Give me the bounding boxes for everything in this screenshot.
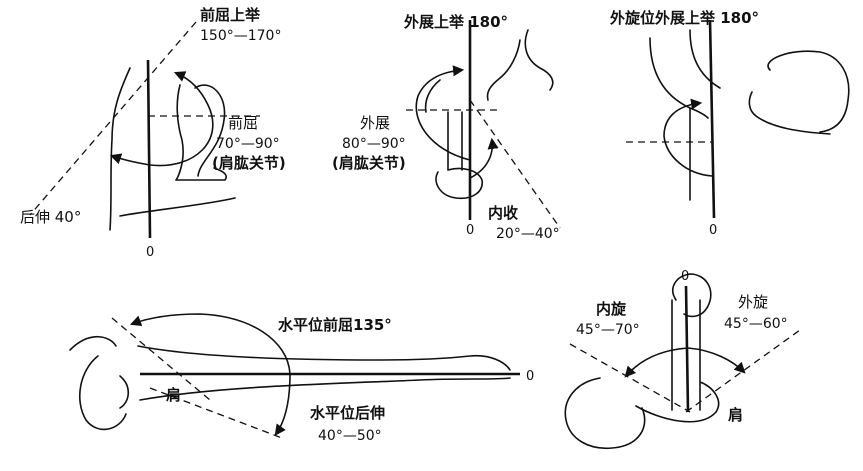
abduction-panel: 外展上举 180° 外展 80°—90° (肩肱关节) 内收 20°—40° 0 bbox=[332, 13, 561, 242]
flexion-vertical-axis bbox=[146, 59, 152, 239]
flexion-label: 前屈 bbox=[228, 114, 258, 132]
extension-label: 后伸 40° bbox=[20, 208, 81, 226]
adduction-limit-dash bbox=[469, 99, 561, 229]
horizontal-extension-range: 40°—50° bbox=[318, 428, 382, 444]
abduction-joint-note: (肩肱关节) bbox=[332, 154, 406, 172]
internal-rotation-range: 45°—70° bbox=[576, 322, 640, 338]
external-abduction-title: 外旋位外展上举 180° bbox=[609, 9, 759, 27]
abduction-body-outline bbox=[424, 29, 554, 200]
horizontal-flexion-limit-dash bbox=[111, 317, 211, 401]
rotation-vertical-axis bbox=[684, 285, 690, 413]
flexion-title: 前屈上举 bbox=[200, 6, 261, 24]
abduction-range: 80°—90° bbox=[342, 136, 406, 152]
horizontal-flexion-arc bbox=[129, 313, 291, 375]
external-rotation-label: 外旋 bbox=[738, 293, 768, 311]
flexion-zero-label: 0 bbox=[146, 245, 154, 260]
abduction-arc bbox=[415, 65, 471, 161]
horizontal-flexion-label: 水平位前屈135° bbox=[278, 316, 392, 334]
flexion-range: 70°—90° bbox=[216, 136, 280, 152]
flexion-joint-note: (肩肱关节) bbox=[212, 154, 286, 172]
flexion-title-range: 150°—170° bbox=[200, 28, 281, 44]
external-abduction-vertical-axis bbox=[708, 19, 716, 219]
horizontal-body-outline bbox=[69, 335, 511, 431]
rotation-arc-right bbox=[687, 347, 746, 374]
horizontal-extension-label: 水平位后伸 bbox=[310, 404, 385, 422]
external-abduction-arc bbox=[663, 98, 713, 177]
rotation-panel: 内旋 45°—70° 外旋 45°—60° 肩 0 bbox=[564, 269, 801, 450]
external-abduction-zero-label: 0 bbox=[709, 223, 717, 238]
flexion-limit-dash bbox=[29, 21, 197, 216]
rotation-zero-label: 0 bbox=[681, 269, 689, 284]
external-rotation-range: 45°—60° bbox=[724, 316, 788, 332]
horizontal-panel: 水平位前屈135° 水平位后伸 40°—50° 肩 0 bbox=[69, 313, 534, 444]
internal-rotation-limit-dash bbox=[569, 343, 691, 413]
internal-rotation-label: 内旋 bbox=[596, 300, 627, 318]
adduction-range: 20°—40° bbox=[496, 226, 560, 242]
external-abduction-panel: 外旋位外展上举 180° 0 bbox=[609, 9, 850, 238]
horizontal-extension-arc bbox=[274, 373, 291, 436]
horizontal-zero-label: 0 bbox=[526, 369, 534, 384]
flexion-body-outline bbox=[109, 67, 236, 231]
abduction-title: 外展上举 180° bbox=[403, 13, 508, 31]
extension-arc bbox=[109, 153, 151, 166]
flexion-panel: 前屈上举 150°—170° 前屈 70°—90° (肩肱关节) 后伸 40° … bbox=[20, 6, 286, 260]
abduction-label: 外展 bbox=[360, 114, 390, 132]
rotation-arc-left bbox=[624, 347, 689, 378]
horizontal-shoulder-label: 肩 bbox=[166, 386, 181, 404]
adduction-arc bbox=[469, 137, 499, 179]
rotation-shoulder-label: 肩 bbox=[728, 406, 743, 424]
external-abduction-body-outline bbox=[649, 29, 850, 201]
adduction-label: 内收 bbox=[488, 204, 518, 222]
flexion-arc bbox=[149, 71, 214, 167]
rotation-body-outline bbox=[564, 273, 720, 450]
abduction-zero-label: 0 bbox=[466, 223, 474, 238]
